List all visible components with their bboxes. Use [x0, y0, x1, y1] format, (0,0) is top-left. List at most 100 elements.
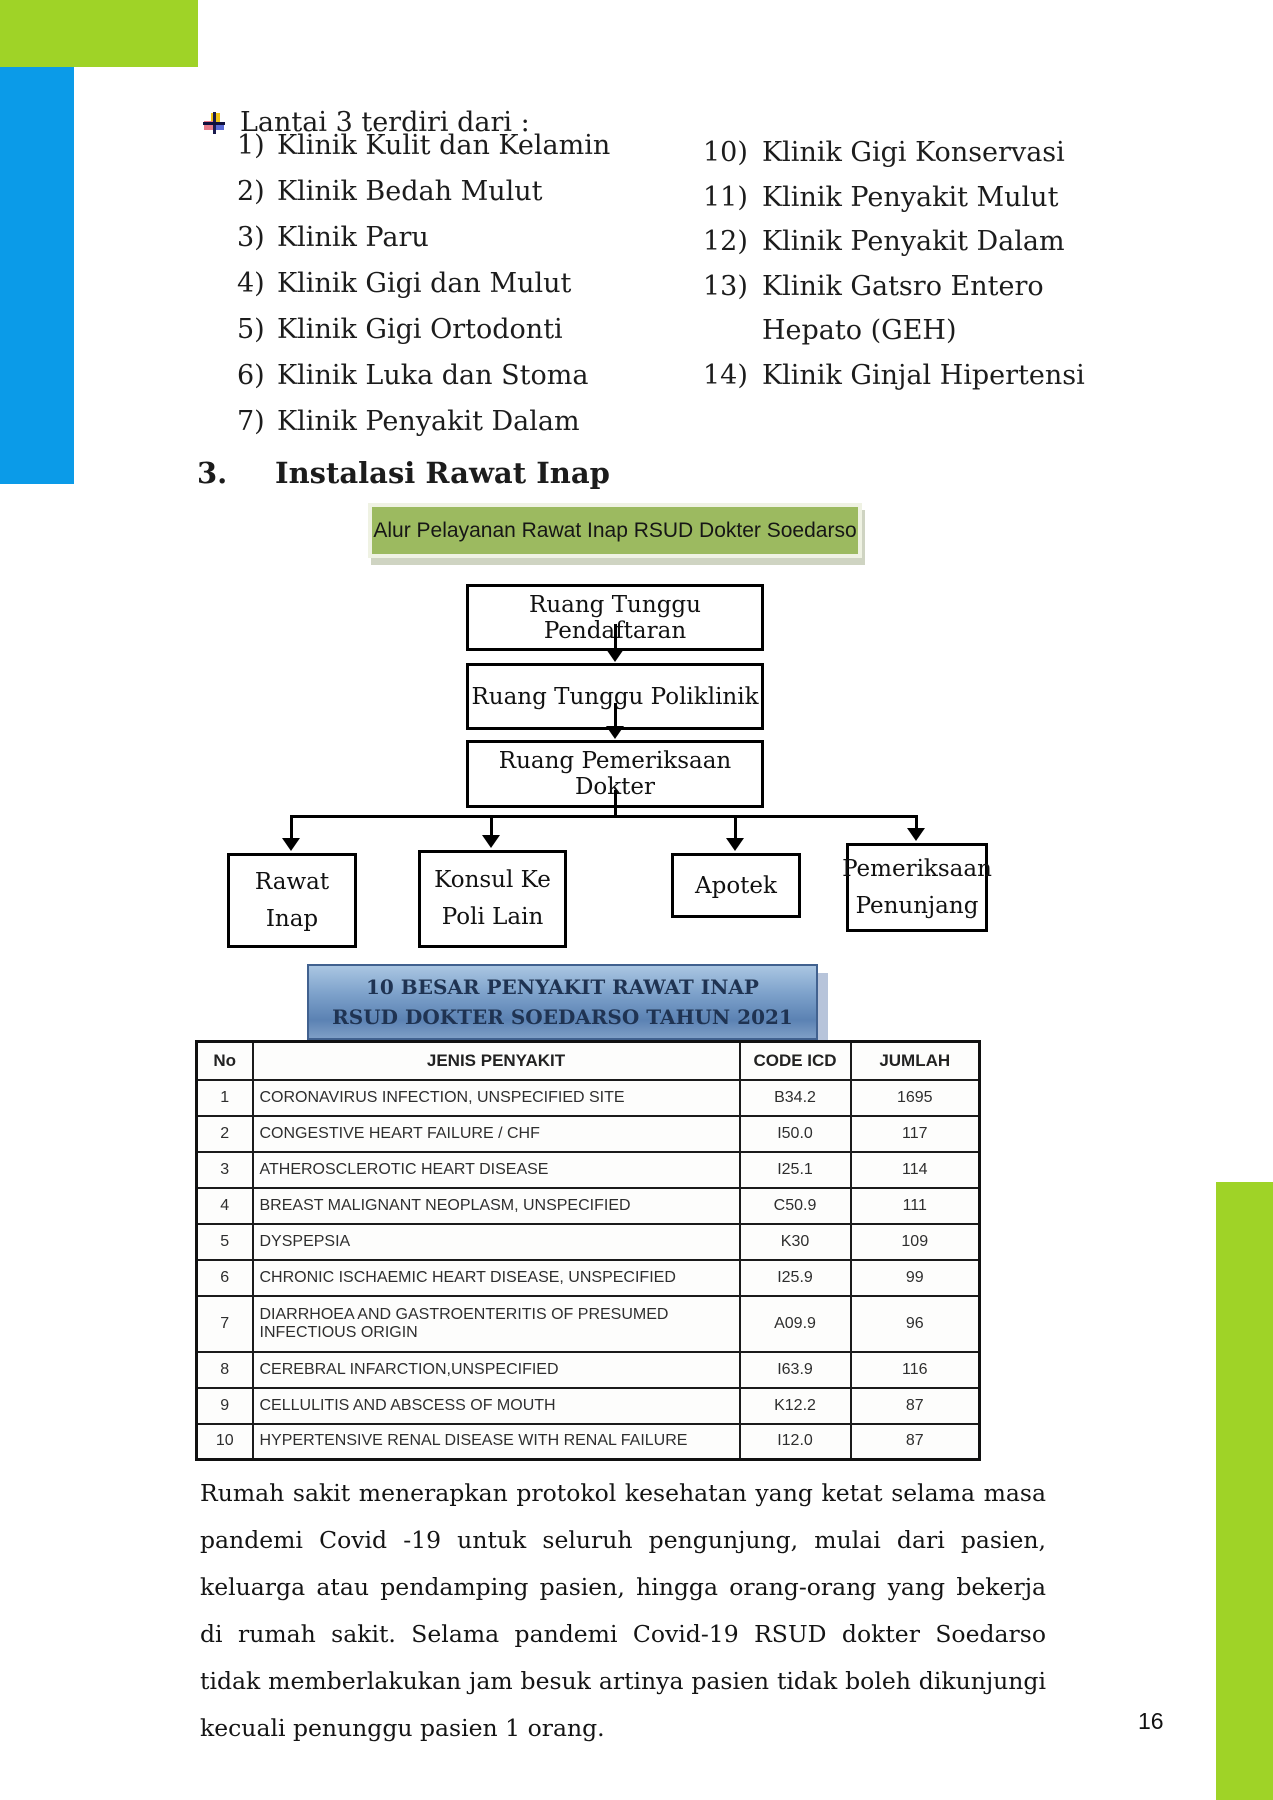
- cell-code: I25.1: [738, 1150, 852, 1189]
- drop-konsul: [490, 815, 493, 837]
- list-item: Klinik Gatsro Entero: [762, 271, 1044, 302]
- cell-code: A09.9: [738, 1294, 852, 1353]
- cell-code: I63.9: [738, 1350, 852, 1389]
- stub-pemeriksaan-to-branch: [614, 790, 617, 817]
- table-row: 1 CORONAVIRUS INFECTION, UNSPECIFIED SIT…: [195, 1078, 981, 1117]
- list-item: Klinik Ginjal Hipertensi: [762, 360, 1085, 391]
- arrow-pendaftaran-to-poliklinik: [614, 624, 617, 652]
- table-row: 4 BREAST MALIGNANT NEOPLASM, UNSPECIFIED…: [195, 1186, 981, 1225]
- disease-table: No JENIS PENYAKIT CODE ICD JUMLAH 1 CORO…: [195, 1040, 981, 1461]
- cell-jumlah: 109: [849, 1222, 981, 1261]
- table-row: 10 HYPERTENSIVE RENAL DISEASE WITH RENAL…: [195, 1422, 981, 1461]
- table-title-line1: 10 BESAR PENYAKIT RAWAT INAP: [366, 975, 759, 999]
- cell-jenis: DYSPEPSIA: [251, 1222, 741, 1261]
- list-item-number: 3): [237, 222, 265, 253]
- cell-code: I25.9: [738, 1258, 852, 1297]
- list-item-number: 14): [703, 360, 748, 391]
- flow-node-rawat-inap: Rawat Inap: [227, 853, 357, 948]
- cell-jenis: HYPERTENSIVE RENAL DISEASE WITH RENAL FA…: [251, 1422, 741, 1461]
- cell-jenis: CELLULITIS AND ABSCESS OF MOUTH: [251, 1386, 741, 1425]
- list-item: Klinik Paru: [277, 222, 429, 253]
- flow-node-penunjang-line1: Pemeriksaan: [842, 855, 992, 882]
- flow-node-ruang-pemeriksaan-dokter: Ruang Pemeriksaan Dokter: [466, 740, 764, 808]
- cell-code: I12.0: [738, 1422, 852, 1461]
- cell-code: B34.2: [738, 1078, 852, 1117]
- cell-code: K30: [738, 1222, 852, 1261]
- list-item: Klinik Penyakit Dalam: [277, 406, 580, 437]
- drop-penunjang: [915, 815, 918, 830]
- flow-node-konsul-ke-poli-lain: Konsul Ke Poli Lain: [418, 850, 567, 948]
- table-row: 7 DIARRHOEA AND GASTROENTERITIS OF PRESU…: [195, 1294, 981, 1353]
- cell-no: 3: [195, 1150, 254, 1189]
- flow-node-rawat-inap-line2: Inap: [265, 905, 319, 932]
- list-item-number: 13): [703, 271, 748, 302]
- cell-jenis: CONGESTIVE HEART FAILURE / CHF: [251, 1114, 741, 1153]
- list-item-number: 6): [237, 360, 265, 391]
- header-no: No: [195, 1040, 254, 1081]
- flow-node-apotek: Apotek: [671, 853, 801, 918]
- branch-line: [292, 815, 917, 818]
- cell-jumlah: 111: [849, 1186, 981, 1225]
- cell-no: 2: [195, 1114, 254, 1153]
- flow-node-pemeriksaan-penunjang: Pemeriksaan Penunjang: [842, 843, 992, 932]
- cell-no: 9: [195, 1386, 254, 1425]
- list-item-number: 2): [237, 176, 265, 207]
- table-row: 2 CONGESTIVE HEART FAILURE / CHF I50.0 1…: [195, 1114, 981, 1153]
- table-row: 6 CHRONIC ISCHAEMIC HEART DISEASE, UNSPE…: [195, 1258, 981, 1297]
- header-code: CODE ICD: [738, 1040, 852, 1081]
- arrowhead-to-pemeriksaan: [606, 726, 624, 739]
- cell-jumlah: 116: [849, 1350, 981, 1389]
- cell-jumlah: 96: [849, 1294, 981, 1353]
- header-jumlah: JUMLAH: [849, 1040, 981, 1081]
- list-item-number: 11): [703, 182, 748, 213]
- cell-jenis: CEREBRAL INFARCTION,UNSPECIFIED: [251, 1350, 741, 1389]
- bullet-icon: [203, 112, 225, 134]
- table-row: 3 ATHEROSCLEROTIC HEART DISEASE I25.1 11…: [195, 1150, 981, 1189]
- cell-jumlah: 1695: [849, 1078, 981, 1117]
- arrowhead-rawat-inap: [282, 838, 300, 851]
- top-left-green-block: [0, 0, 198, 67]
- cell-jenis: CORONAVIRUS INFECTION, UNSPECIFIED SITE: [251, 1078, 741, 1117]
- list-item-number: 4): [237, 268, 265, 299]
- page-number: 16: [1138, 1708, 1164, 1734]
- list-item: Klinik Kulit dan Kelamin: [277, 130, 611, 161]
- section-number: 3.: [197, 456, 228, 490]
- cell-jenis: BREAST MALIGNANT NEOPLASM, UNSPECIFIED: [251, 1186, 741, 1225]
- cell-no: 1: [195, 1078, 254, 1117]
- table-title-banner: 10 BESAR PENYAKIT RAWAT INAP RSUD DOKTER…: [307, 964, 818, 1040]
- list-item: Klinik Gigi Konservasi: [762, 137, 1065, 168]
- cell-code: K12.2: [738, 1386, 852, 1425]
- flow-node-konsul-line2: Poli Lain: [441, 904, 544, 930]
- cell-no: 4: [195, 1186, 254, 1225]
- cell-no: 10: [195, 1422, 254, 1461]
- cell-no: 7: [195, 1294, 254, 1353]
- list-item-number: 5): [237, 314, 265, 345]
- list-item: Klinik Gigi Ortodonti: [277, 314, 563, 345]
- list-item: Klinik Bedah Mulut: [277, 176, 543, 207]
- cell-no: 6: [195, 1258, 254, 1297]
- flow-node-rawat-inap-line1: Rawat: [254, 868, 330, 895]
- cell-code: I50.0: [738, 1114, 852, 1153]
- flow-node-penunjang-line2: Penunjang: [855, 892, 979, 919]
- list-item: Klinik Gigi dan Mulut: [277, 268, 572, 299]
- list-item-number: 7): [237, 406, 265, 437]
- left-blue-bar: [0, 67, 74, 484]
- cell-jumlah: 99: [849, 1258, 981, 1297]
- cell-jenis: DIARRHOEA AND GASTROENTERITIS OF PRESUME…: [251, 1294, 741, 1353]
- list-item-number: 12): [703, 226, 748, 257]
- table-row: 9 CELLULITIS AND ABSCESS OF MOUTH K12.2 …: [195, 1386, 981, 1425]
- right-green-bar: [1216, 1182, 1273, 1800]
- header-jenis: JENIS PENYAKIT: [251, 1040, 741, 1081]
- section-title: Instalasi Rawat Inap: [275, 456, 610, 490]
- cell-code: C50.9: [738, 1186, 852, 1225]
- arrow-poliklinik-to-pemeriksaan: [614, 703, 617, 729]
- cell-jenis: CHRONIC ISCHAEMIC HEART DISEASE, UNSPECI…: [251, 1258, 741, 1297]
- flow-node-konsul-line1: Konsul Ke: [434, 867, 551, 893]
- body-paragraph: Rumah sakit menerapkan protokol kesehata…: [200, 1479, 1046, 1742]
- arrowhead-konsul: [482, 835, 500, 848]
- cell-no: 5: [195, 1222, 254, 1261]
- list-item-number: 1): [237, 130, 265, 161]
- arrowhead-penunjang: [907, 828, 925, 841]
- arrowhead-apotek: [726, 838, 744, 851]
- cell-jumlah: 117: [849, 1114, 981, 1153]
